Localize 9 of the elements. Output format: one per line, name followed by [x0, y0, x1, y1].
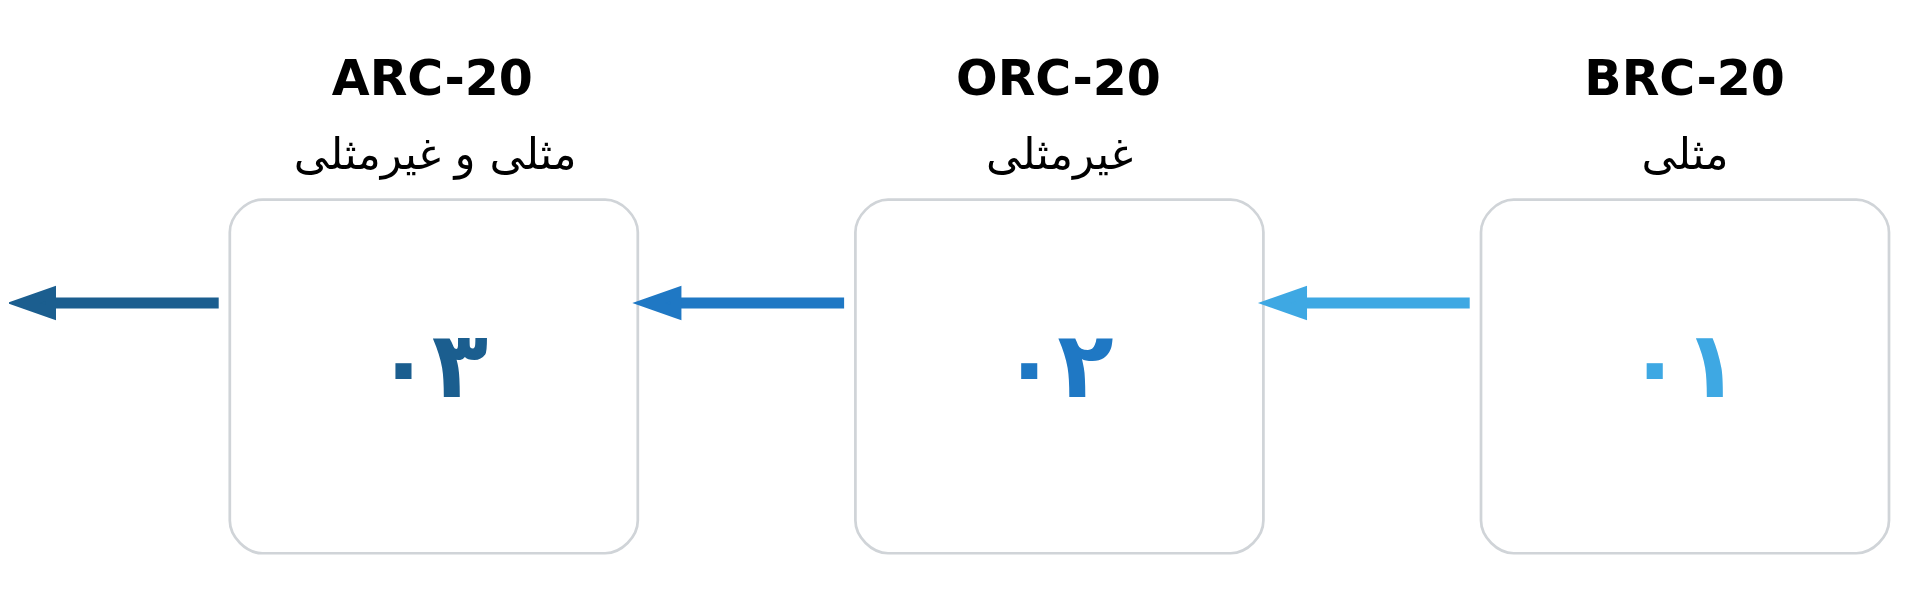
- node-label: مثلی و غیرمثلی: [293, 128, 577, 179]
- arrow: [1257, 285, 1470, 320]
- node-label: غیرمثلی: [985, 128, 1133, 179]
- arrow: [8, 285, 219, 320]
- node-label: ORC-20: [955, 49, 1161, 107]
- node-label: مثلی: [1640, 128, 1729, 179]
- node-label: BRC-20: [1583, 49, 1785, 107]
- arrow: [631, 285, 844, 320]
- node-label: ARC-20: [331, 49, 533, 107]
